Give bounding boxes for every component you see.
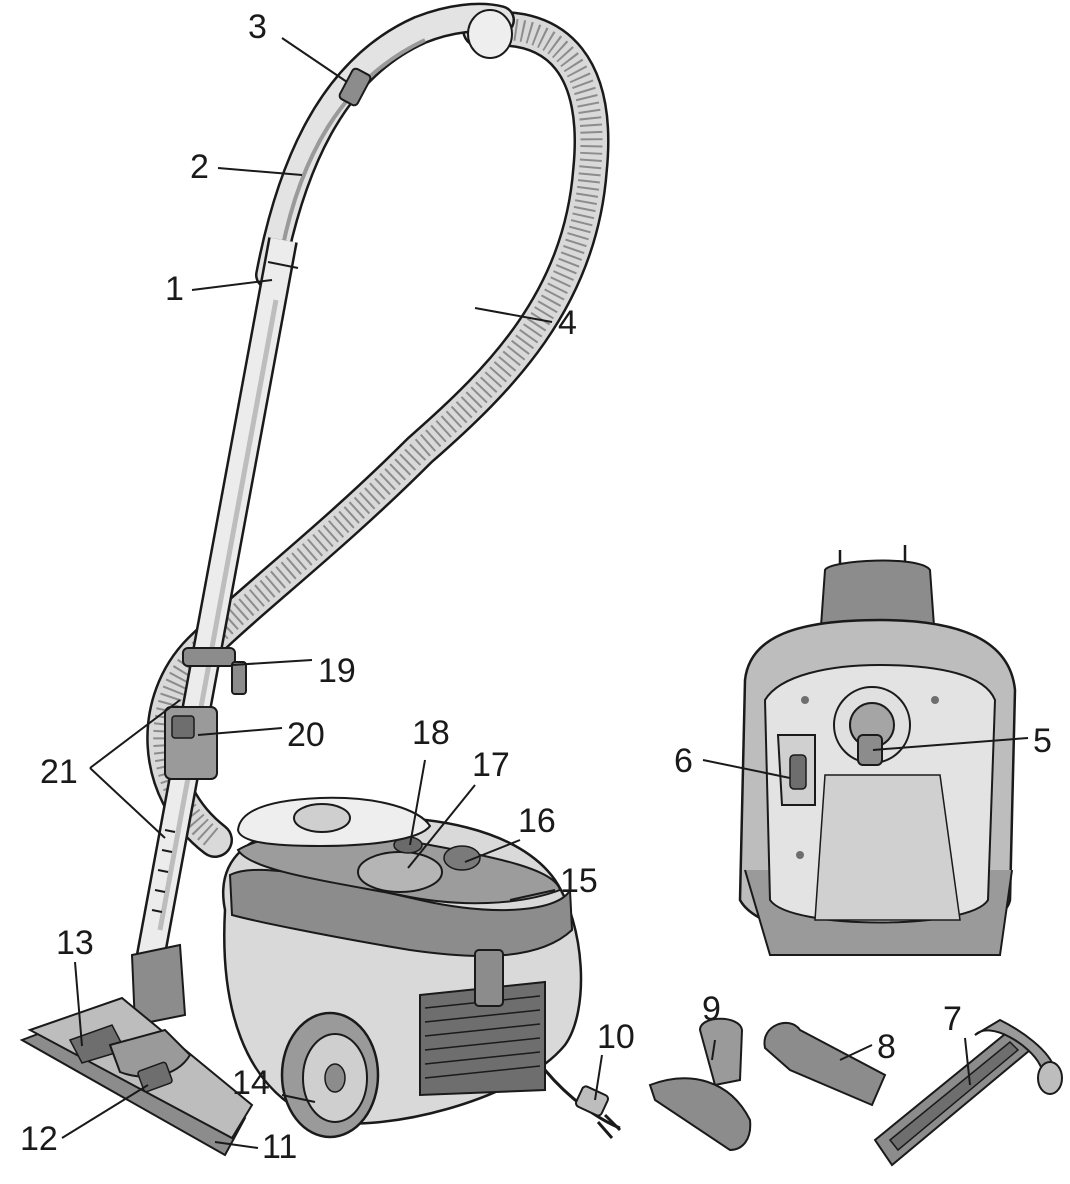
callout-7: 7 <box>943 1000 962 1038</box>
vacuum-main-body <box>221 796 622 1139</box>
callout-12: 12 <box>20 1120 58 1158</box>
callout-18: 18 <box>412 714 450 752</box>
crevice-tool <box>763 1021 887 1107</box>
callout-1: 1 <box>165 270 184 308</box>
callout-10: 10 <box>597 1018 635 1056</box>
callout-21: 21 <box>40 753 78 791</box>
callout-2: 2 <box>190 148 209 186</box>
callout-15: 15 <box>560 862 598 900</box>
callout-5: 5 <box>1033 722 1052 760</box>
leader-lines <box>61 37 1029 1149</box>
callout-20: 20 <box>287 716 325 754</box>
floor-nozzle <box>19 943 254 1157</box>
furniture-brush <box>648 1017 752 1152</box>
callout-6: 6 <box>674 742 693 780</box>
power-plug <box>574 1085 622 1139</box>
vacuum-rear-view <box>738 545 1017 956</box>
length-adjust-marks <box>151 829 176 913</box>
callout-16: 16 <box>518 802 556 840</box>
callout-13: 13 <box>56 924 94 962</box>
callout-8: 8 <box>877 1028 896 1066</box>
callout-17: 17 <box>472 746 510 784</box>
callout-14: 14 <box>232 1064 270 1102</box>
callout-numbers: 1 2 3 4 5 6 7 8 9 10 11 12 13 14 15 16 1… <box>20 8 1052 1166</box>
callout-4: 4 <box>558 304 577 342</box>
suction-hose <box>146 10 610 858</box>
telescopic-tube <box>135 237 299 963</box>
wheel <box>280 1011 380 1139</box>
callout-11: 11 <box>262 1128 297 1166</box>
upholstery-nozzle <box>873 1018 1063 1167</box>
callout-19: 19 <box>318 652 356 690</box>
callout-3: 3 <box>248 8 267 46</box>
callout-9: 9 <box>702 990 721 1028</box>
hose-handle <box>255 2 515 290</box>
